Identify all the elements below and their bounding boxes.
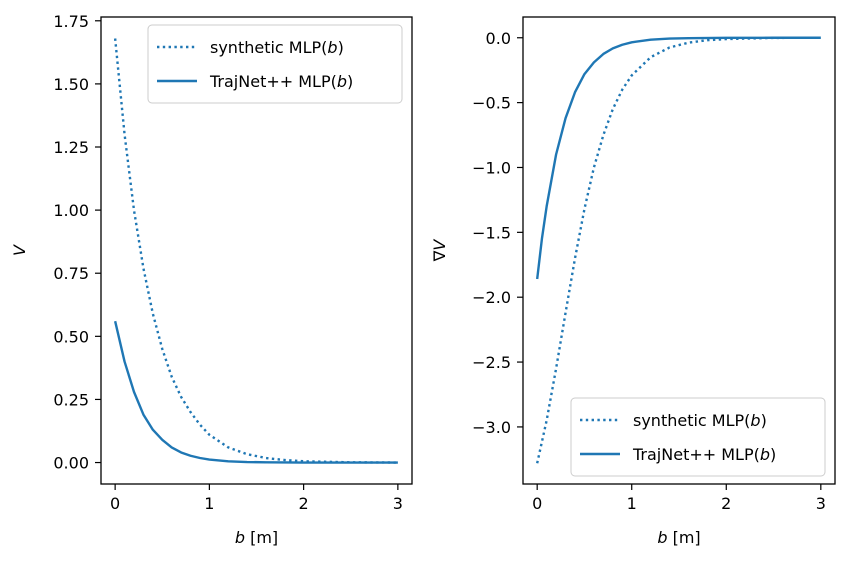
y-axis-label: ∇V [430, 239, 449, 263]
axes-frame [100, 16, 413, 485]
y-tick-label: 1.75 [53, 12, 89, 31]
series-line-synthetic [536, 36, 821, 464]
x-tick-label: 2 [721, 494, 731, 513]
x-tick-label: 0 [532, 494, 542, 513]
y-tick-label: −1.5 [472, 223, 511, 242]
y-tick-label: −3.0 [472, 418, 511, 437]
subplot-1: 0 1 2 3 0.00 0.25 0.50 0.75 1.00 1.25 1.50 1.75 b [m… [10, 12, 413, 547]
y-tick-label: 1.50 [53, 75, 89, 94]
x-axis-label: b [m] [657, 528, 700, 547]
y-tick-label: 0.25 [53, 390, 89, 409]
x-tick-label: 2 [299, 494, 309, 513]
series-line-trajnet [113, 320, 398, 464]
legend: synthetic MLP(b) TrajNet++ MLP(b) [570, 397, 826, 477]
legend: synthetic MLP(b) TrajNet++ MLP(b) [147, 24, 403, 104]
legend-label: TrajNet++ MLP(b) [209, 72, 353, 91]
axes-frame [522, 16, 836, 485]
y-tick-label: −2.0 [472, 288, 511, 307]
y-tick-label: 1.00 [53, 201, 89, 220]
x-tick-label: 3 [816, 494, 826, 513]
x-tick-label: 3 [393, 494, 403, 513]
y-tick-label: −2.5 [472, 353, 511, 372]
y-tick-label: 0.00 [53, 454, 89, 473]
y-tick-label: −0.5 [472, 94, 511, 113]
y-tick-label: 0.0 [486, 29, 511, 48]
x-tick-label: 1 [204, 494, 214, 513]
y-tick-label: 1.25 [53, 138, 89, 157]
y-tick-label: 0.50 [53, 327, 89, 346]
legend-box [147, 24, 403, 104]
series-line-trajnet [535, 36, 821, 280]
y-tick-label: −1.0 [472, 158, 511, 177]
y-tick-label: 0.75 [53, 264, 89, 283]
series-line-synthetic [113, 38, 398, 464]
legend-label: TrajNet++ MLP(b) [632, 445, 776, 464]
x-tick-label: 1 [627, 494, 637, 513]
subplot-2: 0 1 2 3 0.0 −0.5 −1.0 −1.5 −2.0 −2.5 −3.0 b [m] ∇V sy… [430, 16, 836, 547]
y-axis-label: V [10, 244, 29, 256]
x-axis-label: b [m] [235, 528, 278, 547]
legend-label: synthetic MLP(b) [633, 411, 767, 430]
x-tick-label: 0 [110, 494, 120, 513]
legend-box [570, 397, 826, 477]
legend-label: synthetic MLP(b) [210, 38, 344, 57]
